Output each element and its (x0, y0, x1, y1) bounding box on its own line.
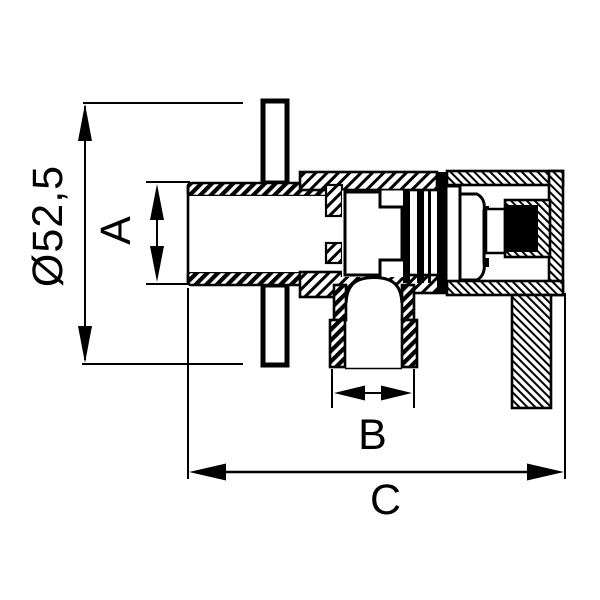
nut-facet-lower (483, 258, 489, 267)
dimension-b: B (331, 369, 415, 459)
handle (445, 169, 565, 410)
a-label: A (92, 215, 140, 245)
bonnet-cartridge (403, 172, 507, 292)
bonnet-washer (444, 184, 462, 285)
arrow-left-icon (189, 463, 226, 481)
outlet-dome-arch (344, 275, 404, 307)
outlet-right-wall-lower (400, 318, 419, 369)
body-top-band (298, 170, 439, 192)
seat-wall-lower (324, 241, 344, 265)
diameter-label: Ø52,5 (24, 165, 72, 287)
outlet-dome-fill (346, 277, 402, 306)
flange-lower-half (260, 282, 290, 368)
outlet-pipe (328, 275, 419, 370)
outlet-bore (346, 303, 402, 367)
arrow-down-icon (78, 326, 92, 363)
handle-bottom-arm (445, 279, 565, 297)
arrow-right-icon (527, 463, 564, 481)
dimension-a: A (92, 181, 190, 285)
arrow-up-icon (150, 184, 164, 220)
bonnet-nut (458, 192, 486, 282)
arrow-up-icon (78, 104, 92, 141)
valve-stem (484, 207, 507, 255)
cartridge-ring-2 (417, 190, 424, 283)
cartridge-ring-1 (403, 190, 410, 283)
dimension-diameter: Ø52,5 (24, 102, 243, 365)
b-label: B (358, 411, 388, 459)
cartridge-ring-3 (428, 190, 431, 283)
flange-upper-half (260, 98, 290, 186)
outlet-left-wall-upper (332, 283, 348, 322)
outlet-left-wall-lower (328, 318, 347, 369)
outlet-right-wall-upper (400, 283, 416, 322)
stem-socket-square (505, 205, 538, 252)
arrow-down-icon (150, 246, 164, 282)
wall-flange (260, 98, 290, 368)
handle-top-arm (445, 169, 565, 187)
arrow-right-icon (381, 385, 412, 401)
inlet-pipe (186, 181, 344, 287)
seat-wall-upper (324, 183, 344, 218)
c-label: C (370, 476, 402, 524)
bonnet-collar (437, 172, 447, 292)
inlet-pipe-bore (189, 196, 342, 272)
dimension-c: C (187, 288, 566, 524)
valve-piston (343, 190, 404, 277)
arrow-left-icon (334, 385, 365, 401)
valve-body (298, 170, 449, 299)
handle-lever-bar (510, 293, 553, 410)
